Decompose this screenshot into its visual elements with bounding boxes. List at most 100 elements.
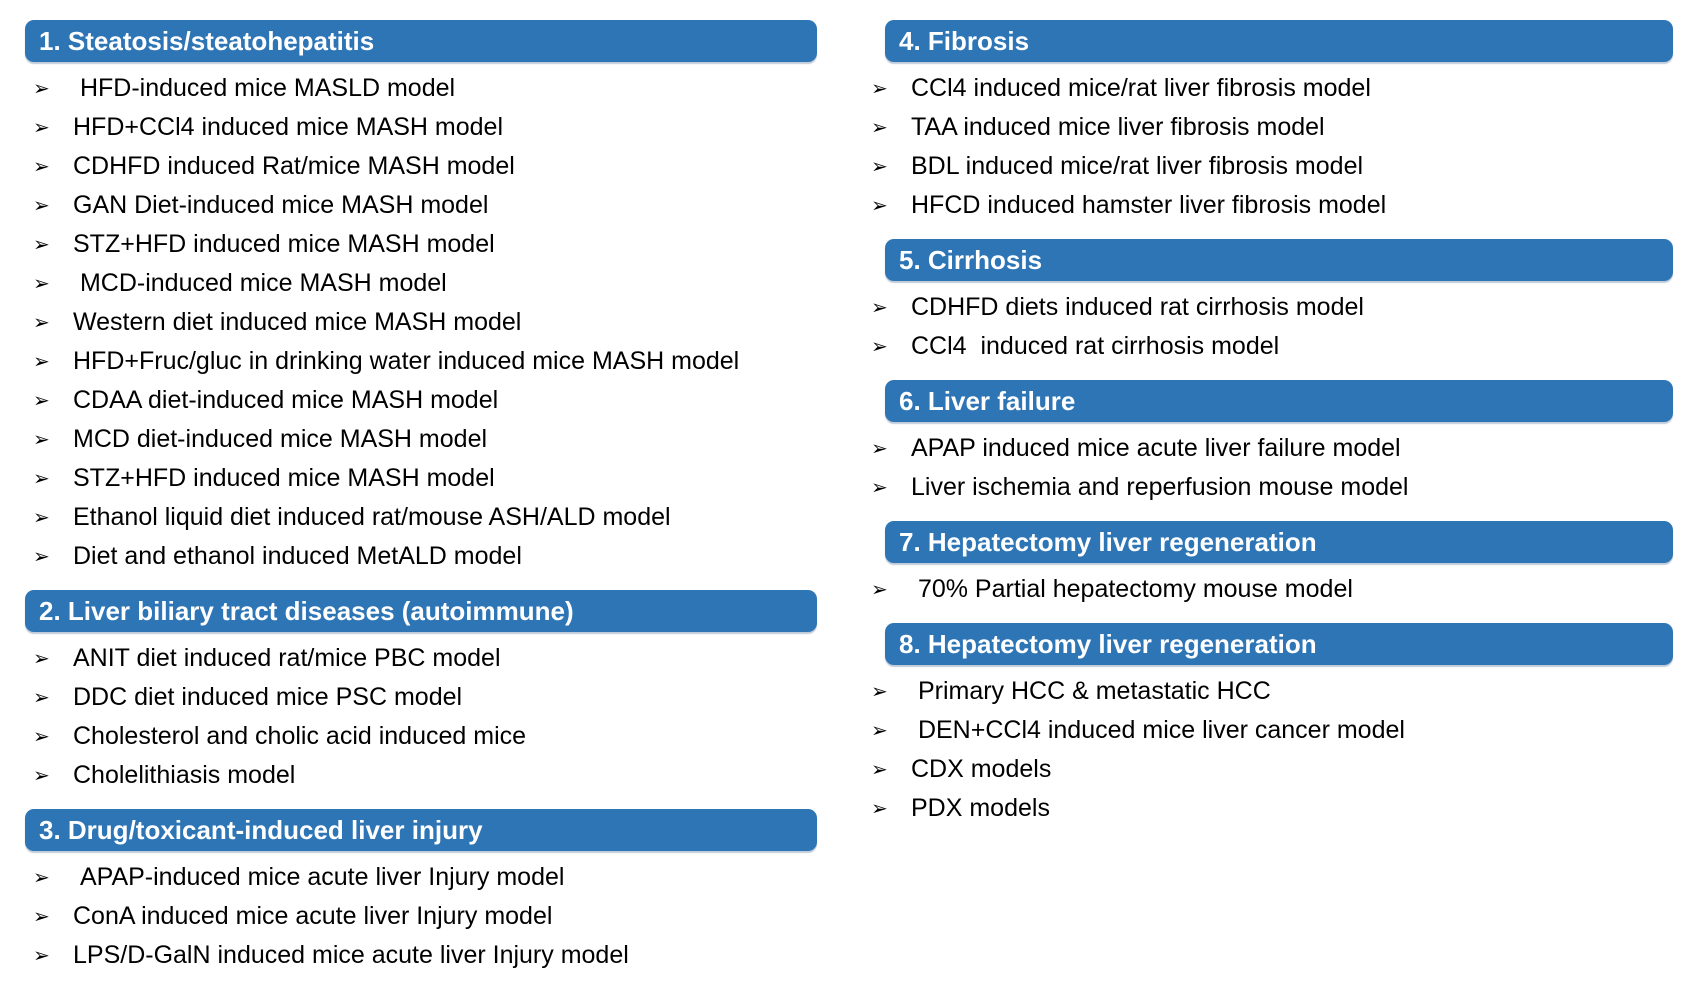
- section-header-bar: 4. Fibrosis: [885, 20, 1673, 62]
- arrow-bullet-icon: ➢: [871, 117, 888, 139]
- list-item: ➢ CCl4 induced mice/rat liver fibrosis mo…: [863, 70, 1673, 109]
- arrow-bullet-icon: ➢: [871, 681, 888, 703]
- list-item: ➢ Cholesterol and cholic acid induced mic…: [25, 718, 817, 757]
- arrow-bullet-icon: ➢: [33, 765, 50, 787]
- model-name: TAA induced mice liver fibrosis model: [911, 113, 1325, 141]
- model-list: ➢ CCl4 induced mice/rat liver fibrosis mo…: [863, 70, 1673, 226]
- model-name: Cholesterol and cholic acid induced mice: [73, 722, 527, 750]
- model-name: CCl4 induced rat cirrhosis model: [911, 332, 1280, 360]
- list-item: ➢ CDX models: [863, 751, 1673, 790]
- section: 6. Liver failure ➢APAP induced mice acute…: [863, 380, 1673, 508]
- model-name: Western diet induced mice MASH model: [73, 308, 522, 336]
- section: 5. Cirrhosis ➢ CDHFD diets induced rat cir…: [863, 239, 1673, 367]
- arrow-bullet-icon: ➢: [33, 546, 50, 568]
- column-left: 1. Steatosis/steatohepatitis ➢ HFD-induce…: [25, 20, 817, 989]
- arrow-bullet-icon: ➢: [33, 468, 50, 490]
- list-item: ➢ ConA induced mice acute liver Injury mo…: [25, 898, 817, 937]
- model-name: Ethanol liquid diet induced rat/mouse AS…: [73, 503, 671, 531]
- model-name: Primary HCC & metastatic HCC: [911, 677, 1271, 705]
- model-name: CDHFD induced Rat/mice MASH model: [73, 152, 515, 180]
- section: 4. Fibrosis ➢ CCl4 induced mice/rat liver …: [863, 20, 1673, 226]
- model-name: DDC diet induced mice PSC model: [73, 683, 463, 711]
- model-name: STZ+HFD induced mice MASH model: [73, 230, 495, 258]
- model-name: CDAA diet-induced mice MASH model: [73, 386, 499, 414]
- list-item: ➢ DDC diet induced mice PSC model: [25, 679, 817, 718]
- arrow-bullet-icon: ➢: [33, 273, 50, 295]
- model-list: ➢ 70% Partial hepatectomy mouse model: [863, 571, 1673, 610]
- section-header-bar: 6. Liver failure: [885, 380, 1673, 422]
- model-name: Diet and ethanol induced MetALD model: [73, 542, 522, 570]
- list-item: ➢ Diet and ethanol induced MetALD model: [25, 538, 817, 577]
- model-name: GAN Diet-induced mice MASH model: [73, 191, 489, 219]
- list-item: ➢ CDHFD induced Rat/mice MASH model: [25, 148, 817, 187]
- arrow-bullet-icon: ➢: [33, 507, 50, 529]
- arrow-bullet-icon: ➢: [33, 312, 50, 334]
- section: 8. Hepatectomy liver regeneration ➢ Prima…: [863, 623, 1673, 829]
- arrow-bullet-icon: ➢: [33, 351, 50, 373]
- list-item: ➢APAP induced mice acute liver failure m…: [863, 430, 1673, 469]
- section-header-bar: 1. Steatosis/steatohepatitis: [25, 20, 817, 62]
- list-item: ➢ Primary HCC & metastatic HCC: [863, 673, 1673, 712]
- list-item: ➢ Western diet induced mice MASH model: [25, 304, 817, 343]
- arrow-bullet-icon: ➢: [871, 336, 888, 358]
- list-item: ➢STZ+HFD induced mice MASH model: [25, 226, 817, 265]
- list-item: ➢ MCD-induced mice MASH model: [25, 265, 817, 304]
- section-header-bar: 2. Liver biliary tract diseases (autoimm…: [25, 590, 817, 632]
- section-title: 1. Steatosis/steatohepatitis: [39, 25, 375, 56]
- model-list: ➢ HFD-induced mice MASLD model➢HFD+CCl4 …: [25, 70, 817, 577]
- section: 3. Drug/toxicant-induced liver injury ➢ A…: [25, 809, 817, 976]
- arrow-bullet-icon: ➢: [871, 297, 888, 319]
- list-item: ➢CDAA diet-induced mice MASH model: [25, 382, 817, 421]
- arrow-bullet-icon: ➢: [33, 648, 50, 670]
- section: 7. Hepatectomy liver regeneration ➢ 70% P…: [863, 521, 1673, 610]
- arrow-bullet-icon: ➢: [33, 906, 50, 928]
- arrow-bullet-icon: ➢: [33, 117, 50, 139]
- model-name: PDX models: [911, 794, 1050, 822]
- list-item: ➢ DEN+CCl4 induced mice liver cancer mod…: [863, 712, 1673, 751]
- model-name: HFD+CCl4 induced mice MASH model: [73, 113, 504, 141]
- arrow-bullet-icon: ➢: [33, 429, 50, 451]
- model-name: Liver ischemia and reperfusion mouse mod…: [911, 473, 1409, 501]
- list-item: ➢ Liver ischemia and reperfusion mouse mo…: [863, 469, 1673, 508]
- arrow-bullet-icon: ➢: [33, 687, 50, 709]
- arrow-bullet-icon: ➢: [871, 759, 888, 781]
- arrow-bullet-icon: ➢: [871, 195, 888, 217]
- list-item: ➢HFCD induced hamster liver fibrosis mod…: [863, 187, 1673, 226]
- model-name: MCD-induced mice MASH model: [73, 269, 447, 297]
- section-header-bar: 3. Drug/toxicant-induced liver injury: [25, 809, 817, 851]
- model-name: DEN+CCl4 induced mice liver cancer model: [911, 716, 1405, 744]
- section-title: 8. Hepatectomy liver regeneration: [899, 628, 1317, 659]
- list-item: ➢ Ethanol liquid diet induced rat/mouse A…: [25, 499, 817, 538]
- model-name: CDX models: [911, 755, 1052, 783]
- list-item: ➢ HFD+CCl4 induced mice MASH model: [25, 109, 817, 148]
- arrow-bullet-icon: ➢: [33, 726, 50, 748]
- list-item: ➢ 70% Partial hepatectomy mouse model: [863, 571, 1673, 610]
- section-title: 4. Fibrosis: [899, 25, 1030, 56]
- arrow-bullet-icon: ➢: [33, 78, 50, 100]
- model-list: ➢ APAP-induced mice acute liver Injury m…: [25, 859, 817, 976]
- model-name: STZ+HFD induced mice MASH model: [73, 464, 495, 492]
- column-right: 4. Fibrosis ➢ CCl4 induced mice/rat liver …: [863, 20, 1673, 842]
- model-name: CCl4 induced mice/rat liver fibrosis mod…: [911, 74, 1371, 102]
- list-item: ➢ APAP-induced mice acute liver Injury m…: [25, 859, 817, 898]
- arrow-bullet-icon: ➢: [871, 477, 888, 499]
- model-list: ➢APAP induced mice acute liver failure m…: [863, 430, 1673, 508]
- section-title: 7. Hepatectomy liver regeneration: [899, 526, 1317, 557]
- model-name: LPS/D-GalN induced mice acute liver Inju…: [73, 941, 629, 969]
- model-name: ConA induced mice acute liver Injury mod…: [73, 902, 553, 930]
- model-list: ➢ Primary HCC & metastatic HCC➢ DEN+CCl4…: [863, 673, 1673, 829]
- arrow-bullet-icon: ➢: [871, 78, 888, 100]
- arrow-bullet-icon: ➢: [33, 156, 50, 178]
- section-title: 6. Liver failure: [899, 385, 1076, 416]
- list-item: ➢ PDX models: [863, 790, 1673, 829]
- model-name: Cholelithiasis model: [73, 761, 296, 789]
- section-title: 5. Cirrhosis: [899, 244, 1043, 275]
- arrow-bullet-icon: ➢: [871, 798, 888, 820]
- model-name: CDHFD diets induced rat cirrhosis model: [911, 293, 1364, 321]
- arrow-bullet-icon: ➢: [33, 867, 50, 889]
- list-item: ➢BDL induced mice/rat liver fibrosis mod…: [863, 148, 1673, 187]
- section: 1. Steatosis/steatohepatitis ➢ HFD-induce…: [25, 20, 817, 577]
- section-header-bar: 5. Cirrhosis: [885, 239, 1673, 281]
- arrow-bullet-icon: ➢: [871, 579, 888, 601]
- model-name: 70% Partial hepatectomy mouse model: [911, 575, 1353, 603]
